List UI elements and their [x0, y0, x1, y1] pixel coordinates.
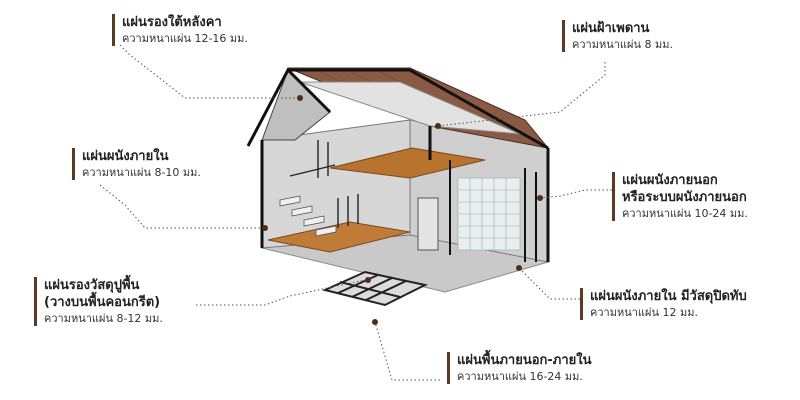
leader-ceiling	[437, 62, 606, 127]
label-title: แผ่นพื้นภายนอก-ภายใน	[457, 353, 592, 368]
label-thickness: ความหนาแผ่น 8-10 มม.	[82, 166, 201, 179]
label-ceiling: แผ่นฝ้าเพดาน ความหนาแผ่น 8 มม.	[562, 20, 673, 52]
leader-interior-wall	[99, 184, 265, 229]
label-floor-underlay: แผ่นรองวัสดุปูพื้น (วางบนพื้นคอนกรีต) คว…	[34, 277, 163, 326]
wall-studs	[449, 160, 537, 262]
railings	[289, 140, 359, 228]
dot-interior-wall-clad	[516, 265, 522, 271]
label-thickness: ความหนาแผ่น 8 มม.	[572, 38, 673, 51]
bathroom-tiles	[457, 177, 521, 251]
label-title: แผ่นผนังภายใน มีวัสดุปิดทับ	[590, 289, 747, 304]
label-thickness: ความหนาแผ่น 10-24 มม.	[622, 207, 748, 220]
dot-ceiling	[435, 123, 441, 129]
staircase	[279, 195, 337, 237]
label-title: แผ่นรองใต้หลังคา	[122, 15, 222, 30]
lower-floor	[267, 221, 411, 253]
roof-underside	[299, 81, 521, 135]
label-thickness: ความหนาแผ่น 8-12 มม.	[44, 312, 163, 325]
label-thickness: ความหนาแผ่น 12 มม.	[590, 306, 698, 319]
label-floor: แผ่นพื้นภายนอก-ภายใน ความหนาแผ่น 16-24 ม…	[447, 352, 592, 384]
structural-frame	[246, 67, 550, 262]
leader-interior-wall-clad	[518, 267, 580, 300]
leader-floor	[374, 321, 440, 381]
dot-roof-underlay	[297, 95, 303, 101]
dot-floor	[372, 319, 378, 325]
leader-roof-underlay	[119, 44, 300, 99]
dot-floor-underlay	[365, 277, 371, 283]
label-title: แผ่นฝ้าเพดาน	[572, 21, 650, 36]
leader-exterior-wall	[539, 189, 612, 199]
label-roof-underlay: แผ่นรองใต้หลังคา ความหนาแผ่น 12-16 มม.	[112, 14, 248, 46]
label-interior-wall-clad: แผ่นผนังภายใน มีวัสดุปิดทับ ความหนาแผ่น …	[580, 288, 747, 320]
foundation-grid	[321, 270, 428, 307]
label-exterior-wall: แผ่นผนังภายนอก หรือระบบผนังภายนอก ความหน…	[612, 172, 748, 221]
label-interior-wall: แผ่นผนังภายใน ความหนาแผ่น 8-10 มม.	[72, 148, 201, 180]
door	[417, 197, 439, 251]
upper-floor	[329, 147, 486, 179]
label-title-line2: หรือระบบผนังภายนอก	[622, 190, 747, 205]
dot-exterior-wall	[537, 195, 543, 201]
label-thickness: ความหนาแผ่น 16-24 มม.	[457, 370, 583, 383]
label-thickness: ความหนาแผ่น 12-16 มม.	[122, 32, 248, 45]
label-title: แผ่นรองวัสดุปูพื้น	[44, 278, 140, 293]
leader-floor-underlay	[196, 279, 366, 306]
label-title: แผ่นผนังภายนอก	[622, 173, 718, 188]
label-title: แผ่นผนังภายใน	[82, 149, 169, 164]
dot-interior-wall	[262, 225, 268, 231]
label-title-line2: (วางบนพื้นคอนกรีต)	[44, 295, 161, 310]
